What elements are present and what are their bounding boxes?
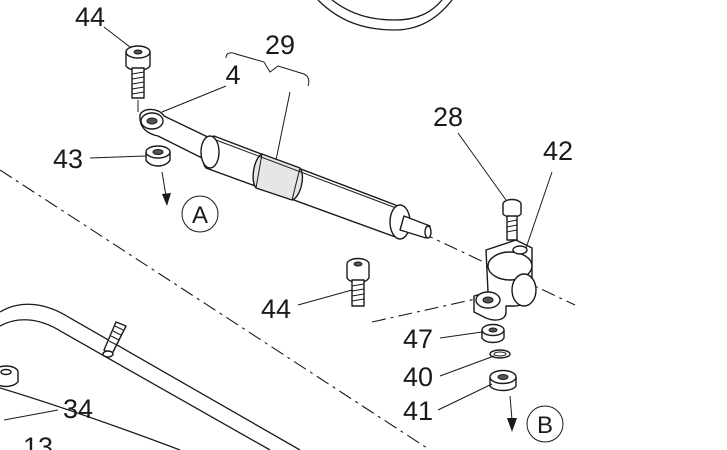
steering-damper	[139, 108, 432, 240]
arrow-to-b	[507, 395, 517, 432]
callout-44-top: 44	[75, 2, 105, 32]
leader-lines	[3, 26, 553, 421]
bolt-44-top	[125, 45, 151, 112]
mounting-bracket	[473, 239, 537, 321]
callout-44-middle: 44	[261, 294, 291, 324]
upper-frame-edge	[317, 0, 453, 31]
callout-13: 13	[23, 432, 53, 450]
reference-marker-b: B	[537, 412, 553, 439]
callout-34: 34	[63, 394, 93, 424]
reference-line-left	[0, 169, 431, 450]
callout-28: 28	[433, 102, 463, 132]
bolt-44-middle	[346, 257, 370, 307]
collar-43	[145, 145, 171, 167]
callout-4: 4	[225, 60, 240, 90]
rubber-41	[489, 369, 517, 392]
arrow-to-a	[161, 171, 171, 206]
reference-marker-a: A	[192, 202, 208, 229]
bolt-axis-line	[371, 297, 481, 323]
callout-42: 42	[543, 136, 573, 166]
callout-43: 43	[53, 144, 83, 174]
bolt-28	[502, 198, 522, 241]
ring-40	[489, 349, 511, 359]
callout-41: 41	[403, 396, 433, 426]
collar-47	[481, 323, 505, 344]
reference-marker-b-circle	[526, 405, 564, 443]
callout-47: 47	[403, 324, 433, 354]
panel-pin	[102, 321, 127, 358]
bolt-34	[0, 365, 19, 388]
reference-marker-a-circle	[181, 195, 219, 233]
callout-29: 29	[265, 30, 295, 60]
callout-40: 40	[403, 362, 433, 392]
lower-panel	[0, 303, 301, 450]
